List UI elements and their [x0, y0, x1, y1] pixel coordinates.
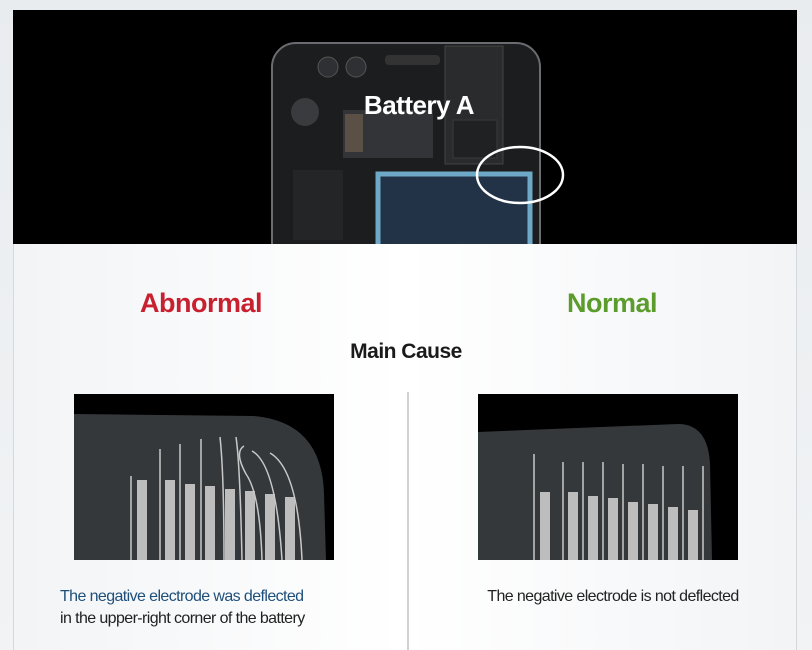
abnormal-caption-line2: in the upper-right corner of the battery	[60, 610, 305, 627]
phone-internals-illustration	[271, 42, 565, 244]
normal-caption: The negative electrode is not deflected	[487, 588, 739, 605]
battery-title: Battery A	[363, 90, 475, 120]
battery-a	[375, 171, 533, 244]
divider	[407, 392, 409, 650]
abnormal-caption-line1: The negative electrode was deflected	[60, 588, 304, 605]
normal-electrode-image	[478, 394, 738, 560]
camera-lens-icon	[345, 56, 367, 78]
main-cause-heading: Main Cause	[350, 340, 462, 363]
abnormal-heading: Abnormal	[139, 288, 263, 318]
abnormal-electrode-image	[74, 394, 334, 560]
normal-heading: Normal	[566, 288, 658, 318]
camera-lens-icon	[317, 56, 339, 78]
phone-banner: Battery A	[13, 10, 797, 244]
highlight-circle	[475, 145, 565, 205]
